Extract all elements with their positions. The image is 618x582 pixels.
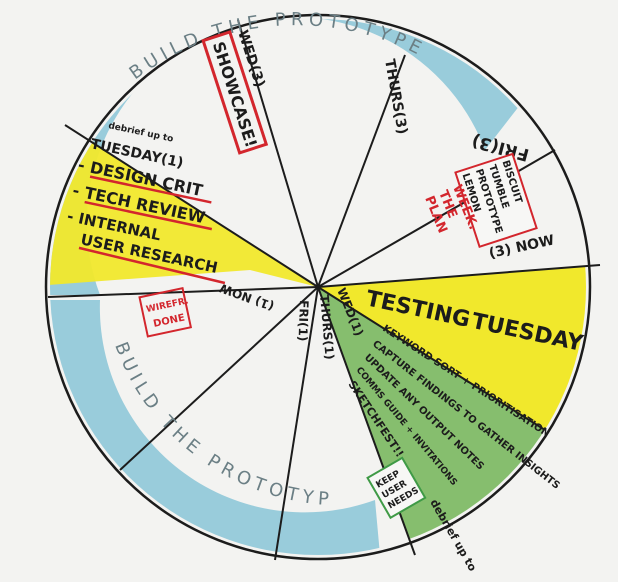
spoke	[119, 286, 319, 471]
mon1-now-label: (1) NOW	[218, 281, 276, 314]
spoke	[64, 124, 319, 288]
fri1-label: FRI(1)	[296, 300, 311, 342]
showcase-box	[201, 30, 269, 155]
spoke	[317, 286, 546, 431]
spoke	[237, 19, 319, 288]
mon1-now-group: (1) NOW	[218, 281, 276, 314]
blue-ring-bottom	[50, 300, 380, 555]
spoke	[317, 264, 601, 288]
green-wedge	[318, 287, 545, 555]
biscuit-box	[454, 152, 538, 248]
spokes	[47, 19, 601, 561]
keep-box	[366, 456, 427, 520]
thurs1-group: THURS(1)	[317, 294, 337, 360]
spoke	[317, 54, 406, 288]
design-crit-underline	[89, 175, 212, 204]
user-research-underline	[78, 246, 226, 285]
outer-circle	[44, 13, 592, 561]
keep-note: KEEP USER NEEDS	[366, 456, 427, 520]
wireframe-line2: DONE	[152, 312, 186, 329]
spoke	[274, 286, 319, 561]
yellow-left-wedge	[50, 125, 318, 287]
yellow-testing-wedge	[318, 265, 586, 430]
wireframe-note: WIREFR. DONE	[138, 286, 193, 338]
thurs3-group: THURS(3)	[381, 58, 410, 136]
wireframe-box	[138, 286, 193, 338]
ring-fill	[50, 19, 586, 555]
thurs1-label: THURS(1)	[317, 294, 337, 360]
fri1-group: FRI(1)	[296, 300, 311, 342]
tech-review-underline	[84, 200, 213, 231]
thurs3-label: THURS(3)	[381, 58, 410, 136]
